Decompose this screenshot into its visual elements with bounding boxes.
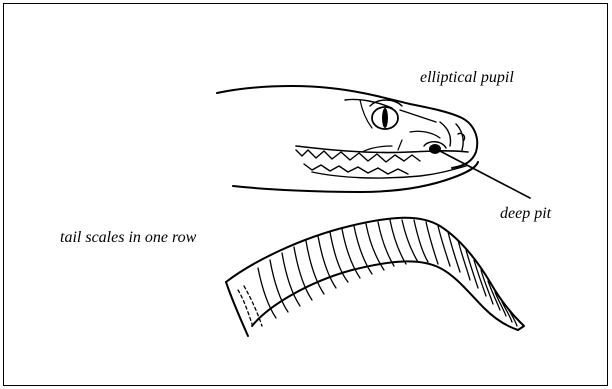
label-elliptical-pupil: elliptical pupil [420,70,514,86]
snake-tail [226,218,524,336]
snake-head [217,86,530,198]
label-tail-scales: tail scales in one row [60,230,196,246]
label-deep-pit: deep pit [500,206,551,222]
